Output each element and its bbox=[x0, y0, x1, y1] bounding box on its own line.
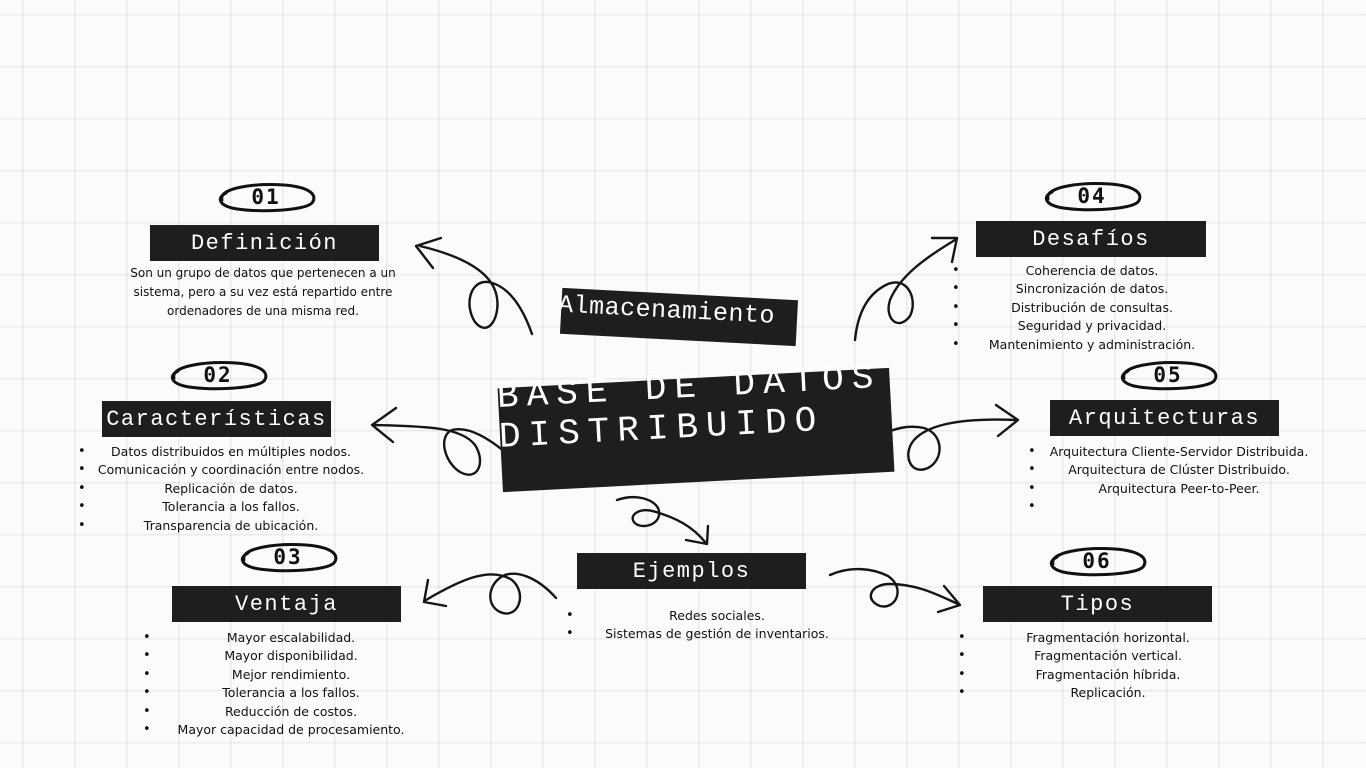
list-item: Tolerancia a los fallos. bbox=[143, 684, 439, 703]
list-item: Transparencia de ubicación. bbox=[78, 517, 384, 536]
list-item: Arquitectura Peer-to-Peer. bbox=[1028, 480, 1330, 499]
desafios-list: Coherencia de datos. Sincronización de d… bbox=[952, 262, 1232, 354]
list-item: Sincronización de datos. bbox=[952, 280, 1232, 299]
header-arquitecturas-label: Arquitecturas bbox=[1068, 405, 1261, 431]
header-definicion: Definición bbox=[150, 225, 379, 261]
ventaja-list: Mayor escalabilidad. Mayor disponibilida… bbox=[143, 629, 439, 740]
header-ventaja: Ventaja bbox=[172, 586, 401, 622]
arrow-to-definicion bbox=[414, 236, 534, 336]
list-item: Datos distribuidos en múltiples nodos. bbox=[78, 443, 384, 462]
list-item: Arquitectura Cliente-Servidor Distribuid… bbox=[1028, 443, 1330, 462]
list-item: Comunicación y coordinación entre nodos. bbox=[78, 461, 384, 480]
list-item: Fragmentación híbrida. bbox=[958, 666, 1258, 685]
list-item: Coherencia de datos. bbox=[952, 262, 1232, 281]
badge-number: 01 bbox=[251, 185, 281, 209]
arrow-to-ventaja bbox=[422, 572, 558, 615]
header-desafios: Desafíos bbox=[976, 221, 1206, 257]
list-item: Fragmentación vertical. bbox=[958, 647, 1258, 666]
definicion-text: Son un grupo de datos que pertenecen a u… bbox=[130, 266, 396, 318]
hand-circle-icon bbox=[218, 183, 316, 213]
list-item: Seguridad y privacidad. bbox=[952, 317, 1232, 336]
badge-number: 05 bbox=[1153, 363, 1183, 387]
header-caracteristicas: Características bbox=[102, 401, 331, 437]
caracteristicas-list: Datos distribuidos en múltiples nodos. C… bbox=[78, 443, 384, 535]
badge-06: 06 bbox=[1045, 545, 1149, 577]
list-item: Arquitectura de Clúster Distribuido. bbox=[1028, 461, 1330, 480]
list-item: Redes sociales. bbox=[566, 607, 868, 626]
header-caracteristicas-label: Características bbox=[106, 406, 327, 432]
arquitecturas-list: Arquitectura Cliente-Servidor Distribuid… bbox=[1028, 443, 1330, 517]
header-arquitecturas: Arquitecturas bbox=[1050, 400, 1279, 436]
badge-number: 04 bbox=[1077, 184, 1107, 208]
arrow-to-caracteristicas bbox=[370, 406, 507, 476]
badge-01: 01 bbox=[214, 181, 318, 213]
header-tipos-label: Tipos bbox=[1060, 591, 1135, 617]
header-ventaja-label: Ventaja bbox=[235, 591, 338, 617]
badge-02: 02 bbox=[166, 359, 270, 391]
header-desafios-label: Desafíos bbox=[1032, 226, 1150, 252]
badge-number: 06 bbox=[1082, 549, 1112, 573]
hand-circle-icon bbox=[1044, 182, 1142, 212]
list-item bbox=[1028, 498, 1330, 516]
list-item: Fragmentación horizontal. bbox=[958, 629, 1258, 648]
badge-04: 04 bbox=[1040, 180, 1144, 212]
list-item: Distribución de consultas. bbox=[952, 299, 1232, 318]
arrow-to-desafios bbox=[853, 236, 959, 342]
badge-number: 02 bbox=[203, 363, 233, 387]
list-item: Mayor escalabilidad. bbox=[143, 629, 439, 648]
header-tipos: Tipos bbox=[983, 586, 1212, 622]
list-item: Reducción de costos. bbox=[143, 703, 439, 722]
header-ejemplos-label: Ejemplos bbox=[632, 558, 751, 584]
badge-number: 03 bbox=[273, 545, 303, 569]
list-item: Mejor rendimiento. bbox=[143, 666, 439, 685]
hand-circle-icon bbox=[1049, 547, 1147, 577]
badge-03: 03 bbox=[236, 541, 340, 573]
badge-05: 05 bbox=[1116, 359, 1220, 391]
list-item: Mayor capacidad de procesamiento. bbox=[143, 721, 439, 740]
arrow-to-ejemplos bbox=[615, 496, 710, 546]
list-item: Mayor disponibilidad. bbox=[143, 647, 439, 666]
list-item: Replicación. bbox=[958, 684, 1258, 703]
arrow-to-tipos bbox=[828, 567, 962, 614]
hand-circle-icon bbox=[1120, 361, 1218, 391]
list-item: Sistemas de gestión de inventarios. bbox=[566, 625, 868, 644]
hand-circle-icon bbox=[240, 543, 338, 573]
list-item: Mantenimiento y administración. bbox=[952, 336, 1232, 355]
list-item: Tolerancia a los fallos. bbox=[78, 498, 384, 517]
tipos-list: Fragmentación horizontal. Fragmentación … bbox=[958, 629, 1258, 703]
header-definicion-label: Definición bbox=[190, 230, 339, 256]
hand-circle-icon bbox=[170, 361, 268, 391]
header-ejemplos: Ejemplos bbox=[577, 553, 806, 589]
ejemplos-list: Redes sociales. Sistemas de gestión de i… bbox=[566, 607, 868, 644]
list-item: Replicación de datos. bbox=[78, 480, 384, 499]
